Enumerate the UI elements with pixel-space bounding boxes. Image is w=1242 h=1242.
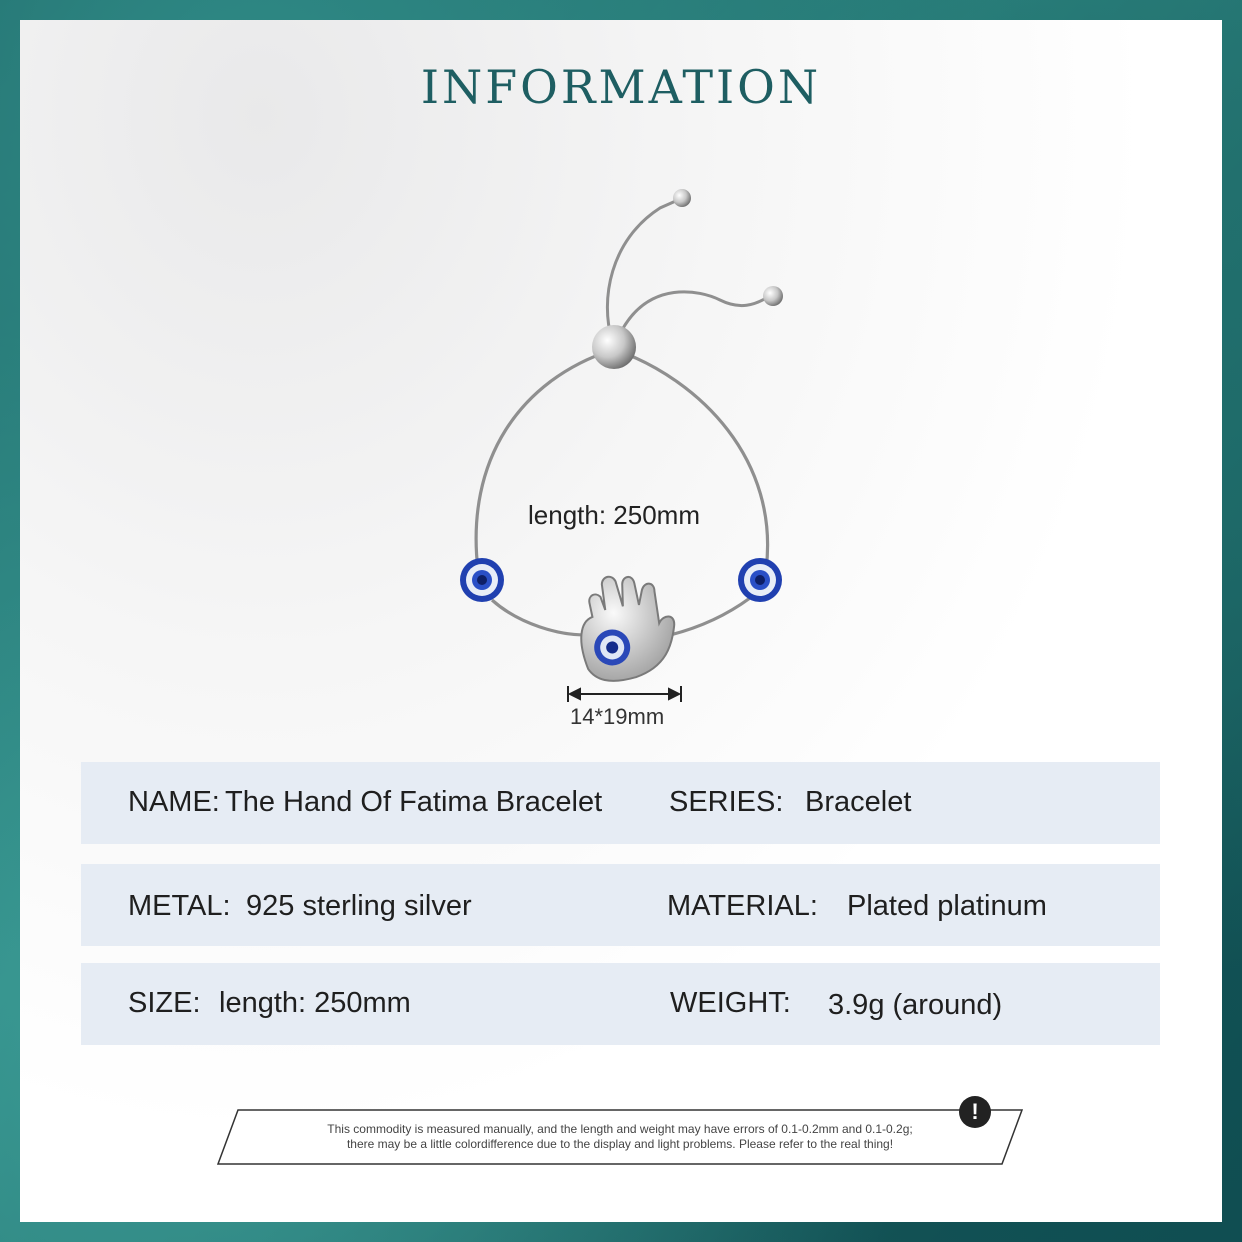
evil-eye-charm-left: [460, 558, 504, 602]
material-label: MATERIAL:: [667, 890, 818, 922]
spec-row-size-weight: SIZE: length: 250mm WEIGHT: 3.9g (around…: [81, 963, 1160, 1045]
chain-end-bead: [673, 189, 691, 207]
bracelet-product-image: [460, 189, 783, 702]
spec-row-name-series: NAME: The Hand Of Fatima Bracelet SERIES…: [81, 762, 1160, 844]
page-title: INFORMATION: [420, 60, 822, 114]
weight-value: 3.9g (around): [828, 989, 1003, 1021]
notice-line-1: This commodity is measured manually, and…: [327, 1122, 913, 1136]
size-label: SIZE:: [128, 987, 201, 1019]
slider-bead: [592, 325, 636, 369]
metal-value: 925 sterling silver: [246, 890, 472, 922]
series-value: Bracelet: [805, 786, 912, 818]
evil-eye-charm-right: [738, 558, 782, 602]
name-value: The Hand Of Fatima Bracelet: [225, 786, 603, 818]
exclamation-icon: !: [959, 1096, 991, 1128]
slider-chain-2: [620, 290, 769, 331]
slider-chain-1: [605, 198, 679, 341]
notice-line-2: there may be a little colordifference du…: [346, 1137, 894, 1151]
bracelet-length-label: length: 250mm: [528, 500, 700, 530]
notice-box: [216, 1109, 1024, 1165]
bracelet-chain-right: [615, 348, 770, 637]
bracelet-chain-left: [474, 348, 613, 637]
size-value: length: 250mm: [219, 987, 411, 1019]
name-label: NAME:: [128, 786, 220, 818]
series-label: SERIES:: [669, 786, 784, 818]
dimension-marker: [567, 686, 682, 702]
metal-label: METAL:: [128, 890, 231, 922]
weight-label: WEIGHT:: [670, 987, 791, 1019]
charm-dimension-label: 14*19mm: [570, 704, 665, 729]
hamsa-hand-charm: [580, 575, 676, 682]
chain-end-bead: [763, 286, 783, 306]
notice-text: This commodity is measured manually, and…: [240, 1122, 1000, 1152]
material-value: Plated platinum: [847, 890, 1047, 922]
spec-row-metal-material: METAL: 925 sterling silver MATERIAL: Pla…: [81, 864, 1160, 946]
